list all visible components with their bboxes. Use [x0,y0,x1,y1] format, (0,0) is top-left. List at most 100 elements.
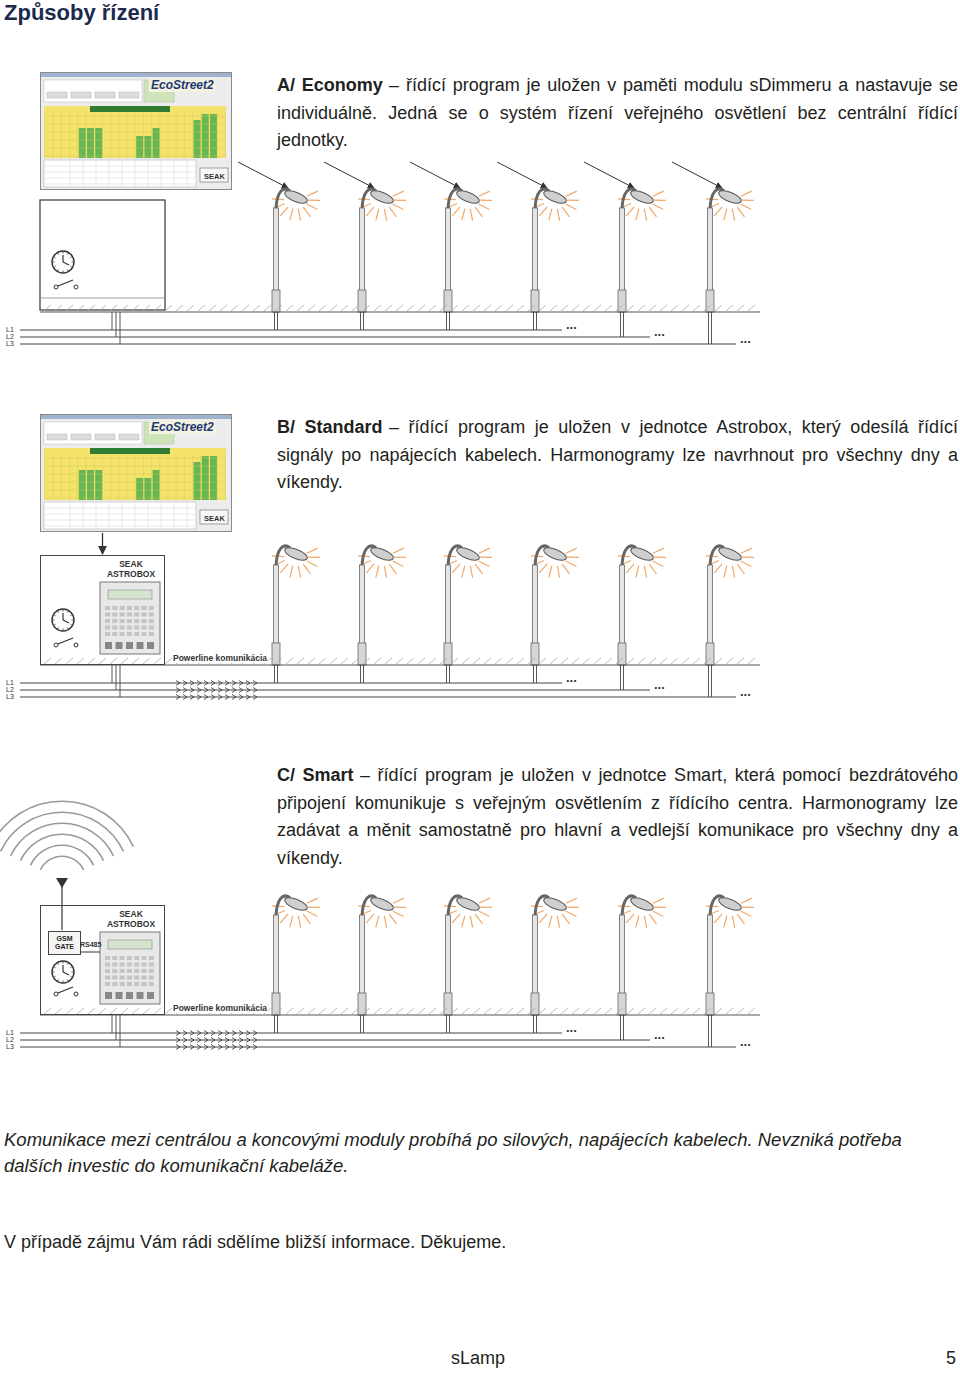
ground-hatch [539,305,546,311]
pole-base [272,993,280,1015]
light-ray [562,914,569,924]
device-name: SEAK ASTROBOX [99,909,163,929]
radio-wave [0,811,124,851]
software-screenshot [40,414,232,532]
signal-chevron [253,1045,257,1050]
ground-hatch [209,305,216,311]
ground-hatch [407,658,414,664]
note-text: Komunikace mezi centrálou a koncovými mo… [4,1127,958,1179]
ground-hatch [176,305,183,311]
ground-hatch [330,305,337,311]
ground-hatch [528,305,535,311]
cable-drop [363,1015,364,1033]
cable-drop [449,312,450,330]
cabinet-wire [120,665,121,697]
ground-hatch [616,305,623,311]
section-heading: C/ Smart [277,765,354,785]
ground-hatch [319,658,326,664]
ground-hatch [495,305,502,311]
signal-chevron [176,681,180,686]
ground-hatch [671,305,678,311]
ground-hatch [682,658,689,664]
ground-hatch [616,658,623,664]
chart-grid [44,498,226,499]
chart-grid [192,454,193,500]
ground-hatch [583,305,590,311]
lamp-head [369,895,395,912]
street-lamp [706,188,754,312]
chart-grid [44,474,226,475]
ground-hatch [165,305,172,311]
ground-hatch [132,1008,139,1014]
signal-arrow [497,162,547,188]
radio-wave [40,855,85,870]
ground-hatch [594,658,601,664]
light-ray [480,200,492,201]
ground-hatch [440,658,447,664]
lamp-head [283,895,309,912]
chart-grid [86,112,87,158]
lamp-head [283,188,309,205]
light-ray [290,916,293,928]
ground-hatch [583,1008,590,1014]
light-ray [567,907,579,908]
ground-hatch [528,1008,535,1014]
street-lamp [358,895,406,1015]
table-line [187,502,188,529]
signal-chevron [211,1045,215,1050]
light-ray [452,914,460,923]
light-ray [298,916,300,928]
street-lamp [444,545,492,665]
ground-hatch [715,305,722,311]
ground-hatch [737,658,744,664]
light-ray [539,564,547,573]
signal-chevron [218,1038,222,1043]
table-line [148,502,149,529]
table-line [122,160,123,187]
signal-chevron [232,1045,236,1050]
light-ray [307,911,318,916]
light-ray [654,200,666,201]
street-lamp [444,188,492,312]
signal-chevron [218,688,222,693]
light-ray [557,209,559,221]
signal-chevron [246,1038,250,1043]
phase-label: L2 [6,1036,14,1043]
cable-drop [620,665,621,690]
light-ray [393,911,404,916]
ground-hatch [341,305,348,311]
continuation-dots: ... [740,685,751,698]
ground-hatch [440,305,447,311]
ground-hatch [363,658,370,664]
pole-base [444,993,452,1015]
ground-hatch [88,305,95,311]
light-ray [649,914,656,924]
ground-hatch [550,305,557,311]
cabinet-wire [112,1015,113,1033]
ground-hatch [308,658,315,664]
rs485-line [80,952,100,953]
ground-hatch [374,1008,381,1014]
chart-grid [225,112,226,158]
chart-grid [127,454,128,500]
signal-chevron [204,1045,208,1050]
cable-drop [449,665,450,683]
section-heading: B/ Standard [277,417,383,437]
footer-brand: sLamp [451,1348,505,1369]
astrobox-device [100,582,160,654]
ground-hatch [605,1008,612,1014]
radio-wave [10,822,114,856]
ground-hatch [110,1008,117,1014]
light-ray [394,557,406,558]
light-ray [470,566,472,578]
table-line [96,160,97,187]
switch-symbol [54,638,78,647]
light-ray [653,204,664,209]
light-ray [290,209,293,221]
ground-hatch [385,1008,392,1014]
signal-chevron [253,1031,257,1036]
chart-grid [225,454,226,500]
light-ray [307,191,318,196]
ground-hatch [165,1008,172,1014]
ground-hatch [44,305,51,311]
